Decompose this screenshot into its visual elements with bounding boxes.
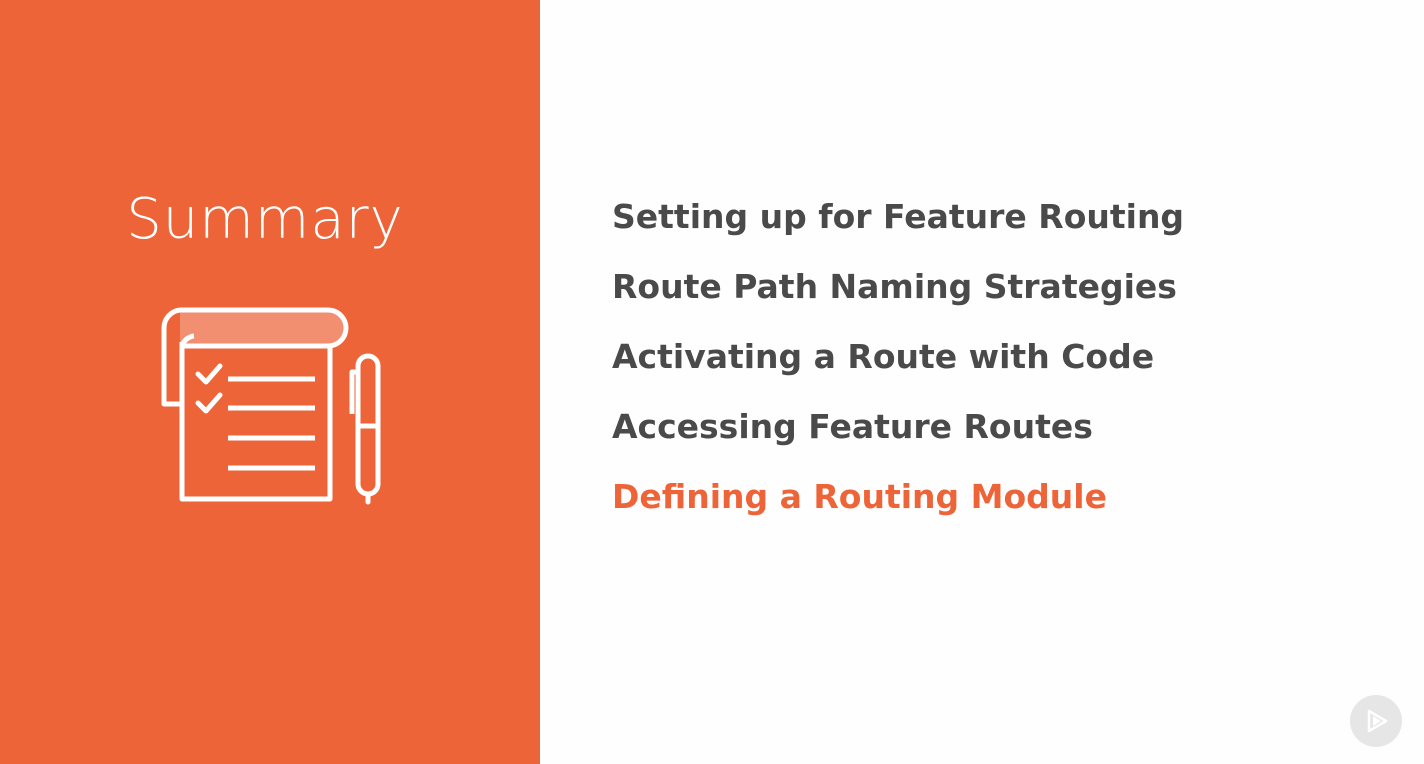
pluralsight-play-logo-icon[interactable] (1350, 695, 1402, 747)
topic-item: Accessing Feature Routes (612, 407, 1093, 446)
topic-item: Route Path Naming Strategies (612, 267, 1177, 306)
topic-item-current: Defining a Routing Module (612, 477, 1107, 516)
topic-list: Setting up for Feature Routing Route Pat… (612, 190, 1184, 540)
slide-title: Summary (126, 187, 404, 252)
checklist-notepad-with-pen-icon (161, 307, 381, 505)
topic-item: Setting up for Feature Routing (612, 197, 1185, 236)
play-triangle-icon (1367, 709, 1388, 733)
topic-item: Activating a Route with Code (612, 337, 1155, 376)
title-panel: Summary (0, 0, 540, 764)
